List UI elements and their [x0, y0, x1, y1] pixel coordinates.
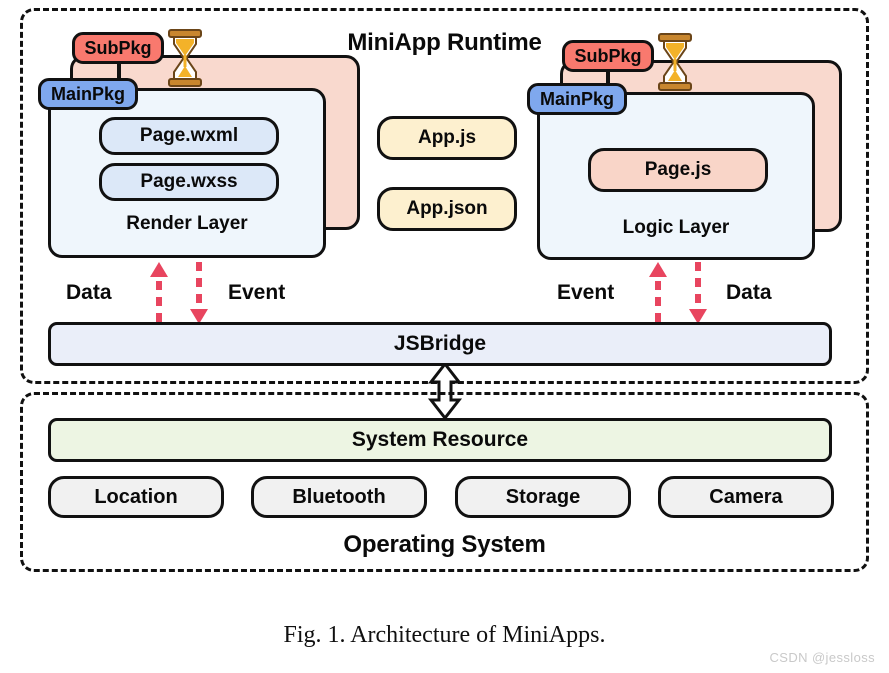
file-pill-page-wxss[interactable]: Page.wxss: [99, 163, 279, 201]
render-left-flow-label: Data: [66, 281, 112, 304]
render-layer-label: Render Layer: [126, 213, 248, 234]
render-mainpkg-card: Page.wxml Page.wxss Render Layer: [48, 88, 326, 258]
hourglass-icon: [163, 28, 207, 92]
system-resource-bar[interactable]: System Resource: [48, 418, 832, 462]
file-pill-page-wxml[interactable]: Page.wxml: [99, 117, 279, 155]
file-pill-app-js[interactable]: App.js: [377, 116, 517, 160]
render-subpkg-badge[interactable]: SubPkg: [72, 32, 164, 64]
logic-right-flow-label: Data: [726, 281, 772, 304]
logic-subpkg-badge[interactable]: SubPkg: [562, 40, 654, 72]
operating-system-title: Operating System: [343, 531, 546, 558]
render-event-arrow-down: [188, 262, 210, 329]
capability-pill-bluetooth[interactable]: Bluetooth: [251, 476, 427, 518]
logic-subpkg-stem: [606, 66, 610, 96]
capability-pill-camera[interactable]: Camera: [658, 476, 834, 518]
file-pill-app-json[interactable]: App.json: [377, 187, 517, 231]
capability-pill-location[interactable]: Location: [48, 476, 224, 518]
hourglass-icon: [653, 32, 697, 96]
figure-caption: Fig. 1. Architecture of MiniApps.: [283, 622, 606, 648]
capability-pill-storage[interactable]: Storage: [455, 476, 631, 518]
watermark: CSDN @jessloss: [769, 650, 875, 665]
logic-left-flow-label: Event: [557, 281, 615, 304]
logic-mainpkg-badge[interactable]: MainPkg: [527, 83, 627, 115]
miniapp-runtime-title: MiniApp Runtime: [347, 29, 542, 56]
render-data-arrow-up: [148, 262, 170, 329]
render-subpkg-stem: [117, 62, 121, 92]
jsbridge-bar[interactable]: JSBridge: [48, 322, 832, 366]
logic-layer-label: Logic Layer: [622, 217, 730, 238]
logic-event-arrow-up: [647, 262, 669, 329]
render-mainpkg-badge[interactable]: MainPkg: [38, 78, 138, 110]
file-pill-page-js[interactable]: Page.js: [588, 148, 768, 192]
operating-system-panel: Operating System: [20, 392, 869, 572]
logic-data-arrow-down: [687, 262, 709, 329]
render-right-flow-label: Event: [228, 281, 286, 304]
logic-mainpkg-card: Page.js Logic Layer: [537, 92, 815, 260]
